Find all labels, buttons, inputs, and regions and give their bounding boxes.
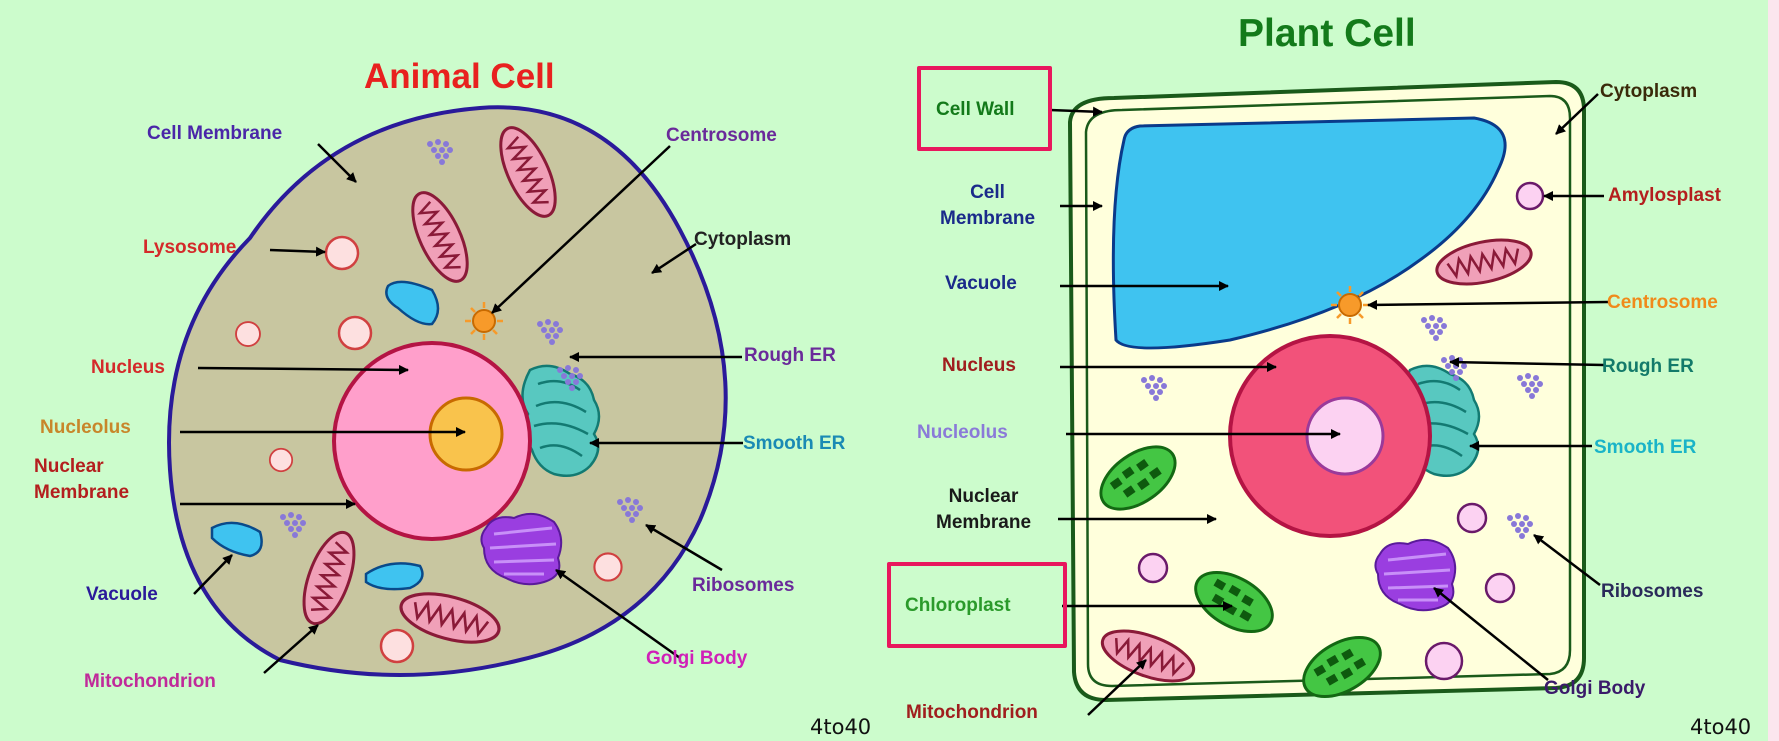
plant-label-nuclear-membrane: Nuclear Membrane — [936, 484, 1031, 536]
plant-label-golgi-body: Golgi Body — [1544, 677, 1645, 701]
plant-label-centrosome: Centrosome — [1607, 291, 1718, 315]
animal-label-nuclear-membrane: Nuclear Membrane — [34, 454, 129, 506]
plant-label-cell-wall: Cell Wall — [936, 98, 1014, 122]
animal-watermark: 4to40 — [810, 715, 871, 739]
animal-cell-diagram — [169, 107, 743, 675]
plant-vesicle — [1426, 643, 1462, 679]
animal-label-smooth-er: Smooth ER — [743, 432, 845, 456]
animal-label-rough-er: Rough ER — [744, 344, 836, 368]
plant-label-nucleolus: Nucleolus — [917, 421, 1008, 445]
animal-label-vacuole: Vacuole — [86, 583, 158, 607]
animal-label-golgi-body: Golgi Body — [646, 647, 747, 671]
plant-amylosplast — [1517, 183, 1543, 209]
animal-lysosome — [594, 553, 621, 580]
plant-vesicle — [1458, 504, 1486, 532]
plant-cell-title: Plant Cell — [1238, 12, 1416, 56]
animal-cell-title: Animal Cell — [364, 57, 555, 97]
plant-label-cytoplasm: Cytoplasm — [1600, 80, 1697, 104]
animal-lysosome — [339, 317, 371, 349]
plant-label-nucleus: Nucleus — [942, 354, 1016, 378]
plant-label-cell-membrane: Cell Membrane — [940, 180, 1035, 232]
plant-label-vacuole: Vacuole — [945, 272, 1017, 296]
animal-label-lysosome: Lysosome — [143, 236, 236, 260]
plant-label-rough-er: Rough ER — [1602, 355, 1694, 379]
plant-label-chloroplast: Chloroplast — [905, 594, 1011, 618]
plant-label-ribosomes: Ribosomes — [1601, 580, 1703, 604]
plant-vesicle — [1139, 554, 1167, 582]
animal-nucleolus — [430, 398, 502, 470]
animal-label-centrosome: Centrosome — [666, 124, 777, 148]
plant-nucleolus — [1307, 398, 1383, 474]
animal-lysosome — [236, 322, 260, 346]
animal-lysosome — [270, 449, 292, 471]
plant-watermark: 4to40 — [1690, 715, 1751, 739]
plant-label-mitochondrion: Mitochondrion — [906, 701, 1038, 725]
plant-vesicle — [1486, 574, 1514, 602]
animal-label-cytoplasm: Cytoplasm — [694, 228, 791, 252]
animal-label-cell-membrane: Cell Membrane — [147, 122, 282, 146]
animal-label-nucleus: Nucleus — [91, 356, 165, 380]
animal-label-nucleolus: Nucleolus — [40, 416, 131, 440]
animal-label-ribosomes: Ribosomes — [692, 574, 794, 598]
animal-label-mitochondrion: Mitochondrion — [84, 670, 216, 694]
animal-lysosome — [381, 630, 413, 662]
plant-label-smooth-er: Smooth ER — [1594, 436, 1696, 460]
plant-label-amylosplast: Amylosplast — [1608, 184, 1721, 208]
animal-lysosome — [326, 237, 358, 269]
plant-cell-diagram — [1050, 82, 1608, 715]
